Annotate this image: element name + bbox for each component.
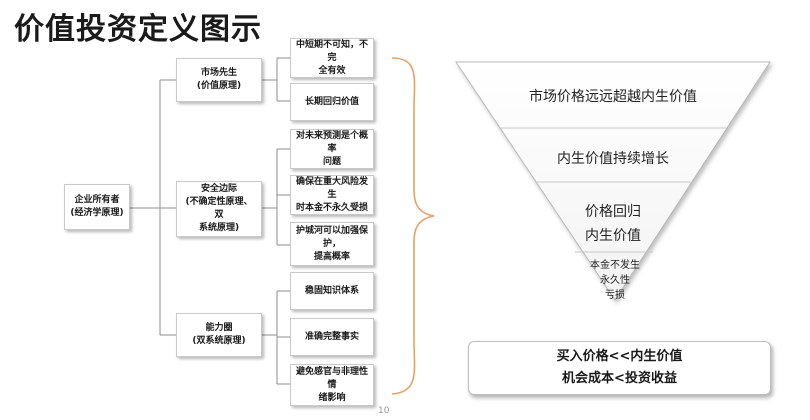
pyramid-dividers: [500, 127, 726, 253]
conclusion-box: 买入价格<<内生价值 机会成本<投资收益: [468, 341, 771, 395]
leaf-node: 对未来预测是个概率 问题: [290, 129, 374, 169]
leaf-node: 确保在重大风险发生 时本金不永久受损: [290, 175, 374, 215]
leaf-node: 中短期不可知，不完 全有效: [290, 38, 374, 78]
leaf-node: 长期回归价值: [290, 83, 374, 121]
root-node: 企业所有者 (经济学原理): [64, 184, 130, 230]
branch-margin-of-safety: 安全边际 (不确定性原理、双 系统原理): [176, 181, 262, 237]
pyramid-level-4: 本金不发生 永久性 亏损: [590, 260, 640, 301]
conclusion-line-1: 买入价格<<内生价值: [556, 349, 683, 364]
branch-market-mr: 市场先生 (价值原理): [176, 58, 262, 102]
leaf-node: 护城河可以加强保护， 提高概率: [290, 222, 374, 266]
branch-circle-of-competence: 能力圈 (双系统原理): [176, 313, 262, 357]
curly-brace: [391, 57, 435, 395]
page-number: 10: [378, 406, 390, 416]
pyramid-level-1: 市场价格远远超越内生价值: [529, 89, 697, 105]
conclusion-line-2: 机会成本<投资收益: [562, 371, 677, 386]
pyramid-level-2: 内生价值持续增长: [557, 151, 669, 167]
leaf-node: 避免感官与非理性情 绪影响: [290, 364, 374, 406]
inverted-pyramid: [455, 61, 771, 301]
page-title: 价值投资定义图示: [14, 12, 262, 47]
leaf-node: 稳固知识体系: [290, 272, 374, 310]
tree-connectors: [130, 57, 290, 385]
pyramid-level-3: 价格回归 内生价值: [585, 204, 641, 244]
leaf-node: 准确完整事实: [290, 318, 374, 356]
